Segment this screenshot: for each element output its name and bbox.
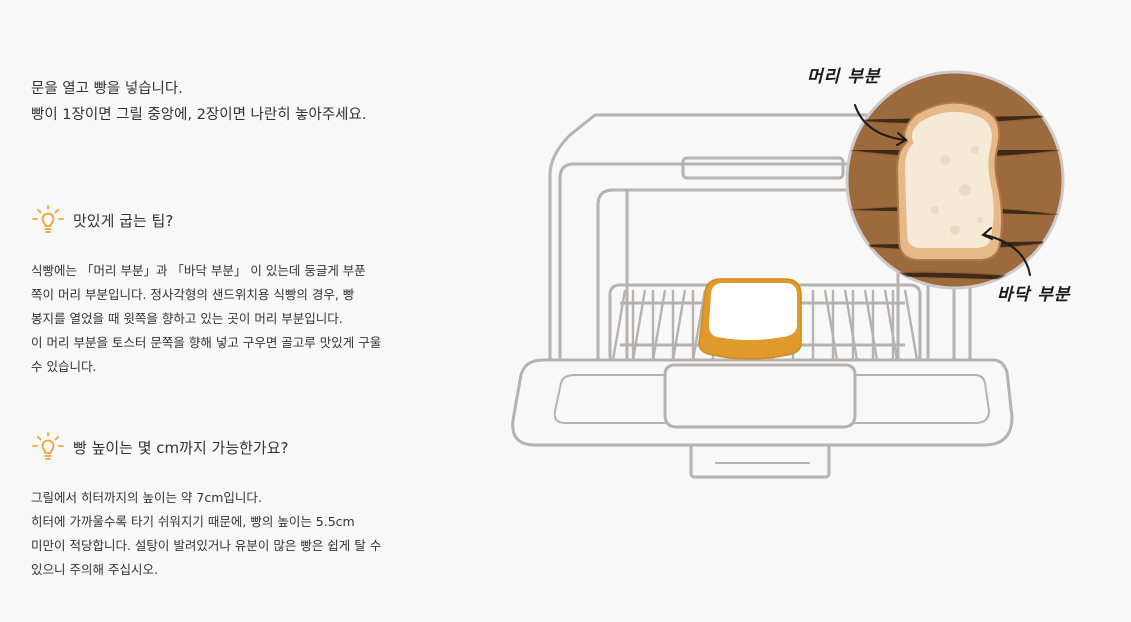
- label-top-part: 머리 부분: [807, 67, 881, 87]
- tip-title-2: 빵 높이는 몇 cm까지 가능한가요?: [73, 438, 289, 457]
- bread-photo: [845, 70, 1065, 290]
- label-bottom-part: 바닥 부분: [997, 285, 1071, 305]
- toaster-oven-drawing: [511, 70, 1065, 479]
- intro-line-2: 빵이 1장이면 그릴 중앙에, 2장이면 나란히 놓아주세요.: [31, 107, 367, 123]
- tip-heading-2: 빵 높이는 몇 cm까지 가능한가요?: [31, 432, 289, 462]
- tip-2-line: 있으니 주의해 주십시오.: [31, 562, 158, 577]
- tip-1-line: 수 있습니다.: [31, 359, 97, 374]
- tip-heading-1: 맛있게 굽는 팁?: [31, 205, 173, 235]
- bread-slice: [698, 278, 802, 360]
- lightbulb-icon: [32, 432, 64, 460]
- tip-1-line: 이 머리 부분을 토스터 문쪽을 향해 넣고 구우면 골고루 맛있게 구울: [31, 335, 382, 350]
- tip-2-line: 미만이 적당합니다. 설탕이 발려있거나 유분이 많은 빵은 쉽게 탈 수: [31, 538, 382, 553]
- tip-2-line: 히터에 가까울수록 타기 쉬워지기 때문에, 빵의 높이는 5.5cm: [31, 514, 355, 529]
- tip-1-line: 쪽이 머리 부분입니다. 정사각형의 샌드위치용 식빵의 경우, 빵: [31, 287, 355, 302]
- lightbulb-icon: [32, 205, 64, 233]
- tip-1-line: 식빵에는 「머리 부분」과 「바닥 부분」 이 있는데 둥글게 부푼: [31, 263, 366, 278]
- intro-text: 문을 열고 빵을 넣습니다. 빵이 1장이면 그릴 중앙에, 2장이면 나란히 …: [31, 76, 366, 128]
- intro-line-1: 문을 열고 빵을 넣습니다.: [31, 81, 183, 97]
- tip-title-1: 맛있게 굽는 팁?: [73, 211, 174, 230]
- tip-1-line: 봉지를 열었을 때 윗쪽을 향하고 있는 곳이 머리 부분입니다.: [31, 311, 343, 326]
- toaster-illustration: 머리 부분 바닥 부분: [505, 60, 1069, 490]
- tip-2-line: 그릴에서 히터까지의 높이는 약 7cm입니다.: [31, 490, 262, 505]
- tip-body-1: 식빵에는 「머리 부분」과 「바닥 부분」 이 있는데 둥글게 부푼 쪽이 머리…: [31, 259, 481, 379]
- tip-body-2: 그릴에서 히터까지의 높이는 약 7cm입니다. 히터에 가까울수록 타기 쉬워…: [31, 486, 481, 582]
